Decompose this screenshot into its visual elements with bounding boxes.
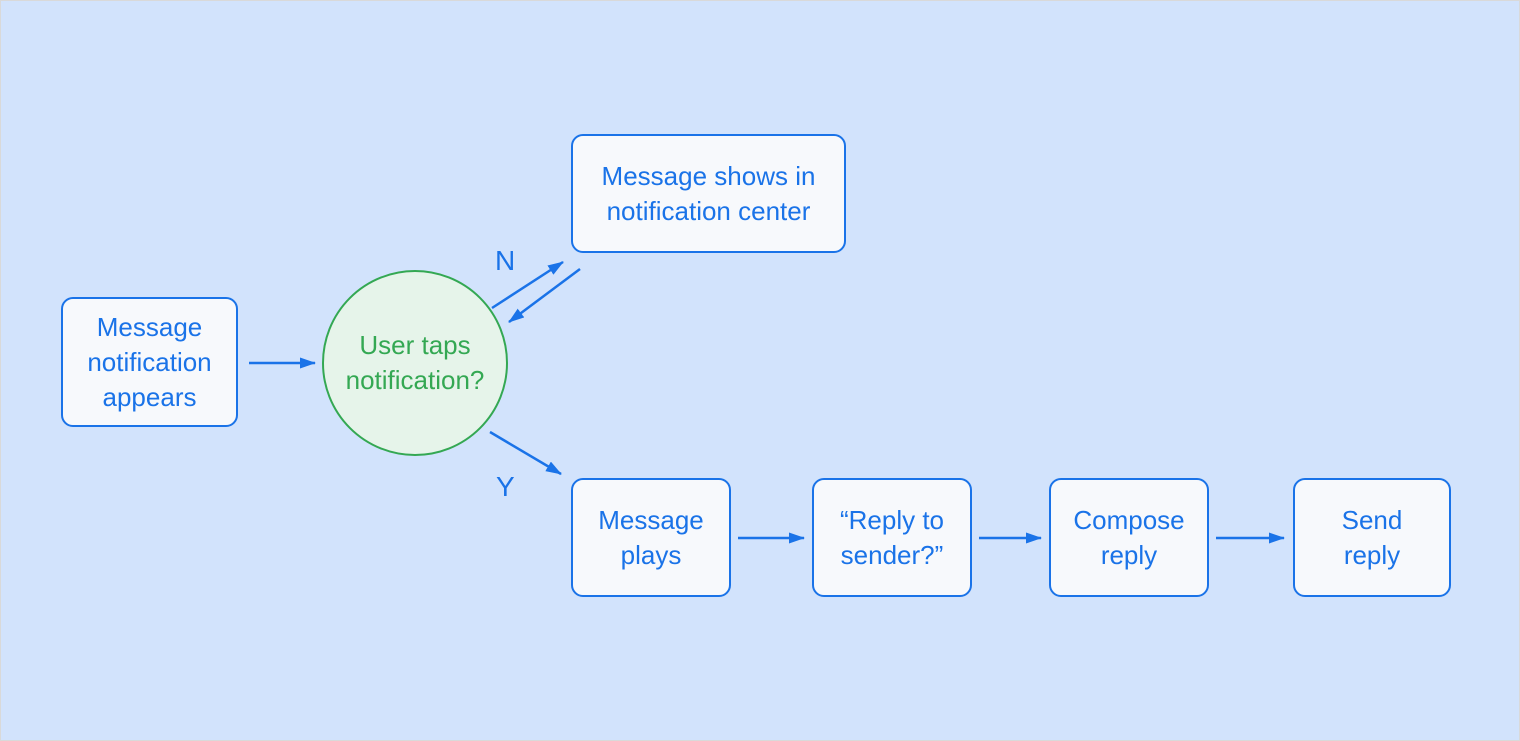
node-reply-to-sender: “Reply to sender?” <box>812 478 972 597</box>
edge-label-yes: Y <box>496 471 515 502</box>
node-message-shows-in-notification-center: Message shows in notification center <box>571 134 846 253</box>
arrow-notif-center-to-decision <box>508 267 581 324</box>
node-message-plays: Message plays <box>571 478 731 597</box>
node-user-taps-notification-decision: User taps notification? <box>322 270 508 456</box>
edge-label-no: N <box>495 245 516 276</box>
node-message-notification-appears: Message notification appears <box>61 297 238 427</box>
node-send-reply: Send reply <box>1293 478 1451 597</box>
arrow-decision-to-message-plays <box>489 430 562 476</box>
node-compose-reply: Compose reply <box>1049 478 1209 597</box>
